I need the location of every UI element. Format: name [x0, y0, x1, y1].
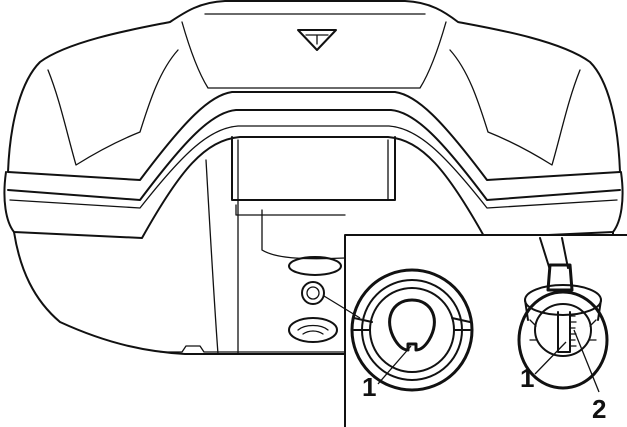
vent-oval: [288, 256, 342, 276]
lid-center-panel: [181, 21, 447, 89]
key-lock-inner: [534, 303, 592, 357]
key-lock-ribs: [529, 319, 597, 341]
lock-barrel: [301, 281, 325, 305]
callout-1-right: 1: [520, 363, 534, 393]
leader-right-2: [573, 329, 600, 393]
bottom-rim: [159, 345, 346, 353]
lid-panel-left: [47, 49, 179, 166]
lid-trim-top: [7, 91, 621, 181]
lock-closeup: [350, 268, 474, 392]
key-lock-collar-side: [524, 299, 602, 321]
key-blade: [557, 311, 571, 353]
key-teeth: [569, 315, 577, 347]
lower-oval-badge: [288, 317, 338, 343]
inset-frame: [344, 234, 627, 427]
plate-recess-shadow: [261, 209, 346, 260]
key-shaft: [539, 237, 569, 271]
plate-recess-inner: [235, 204, 346, 216]
recess-side-left: [205, 139, 239, 355]
key-lock-outer: [517, 290, 609, 390]
key-in-lock-closeup: [517, 237, 609, 390]
leader-right-1: [534, 341, 567, 375]
lock-outer-ring: [350, 268, 474, 392]
trim-band-inner: [9, 125, 618, 209]
callout-1-left: 1: [362, 372, 376, 402]
lock-barrel-inner: [306, 286, 320, 300]
inset-background: [345, 235, 627, 427]
lock-keyway: [388, 298, 436, 352]
callout-2-right: 2: [592, 394, 606, 424]
lock-notch-right: [451, 317, 471, 331]
plate-recess-outline: [231, 136, 396, 201]
lid-panel-right: [449, 49, 581, 166]
lid-outline: [7, 0, 621, 173]
triangle-t-logo-icon: [297, 29, 337, 51]
lock-notch-left: [353, 317, 373, 331]
case-lower-body: [13, 231, 346, 355]
key-grip: [546, 263, 574, 292]
leader-left-1: [377, 345, 412, 385]
top-case-body: [3, 0, 624, 355]
lower-oval-lines: [297, 324, 329, 335]
lid-trim-bottom: [7, 109, 621, 201]
detail-inset: 1 1 2: [323, 234, 627, 427]
